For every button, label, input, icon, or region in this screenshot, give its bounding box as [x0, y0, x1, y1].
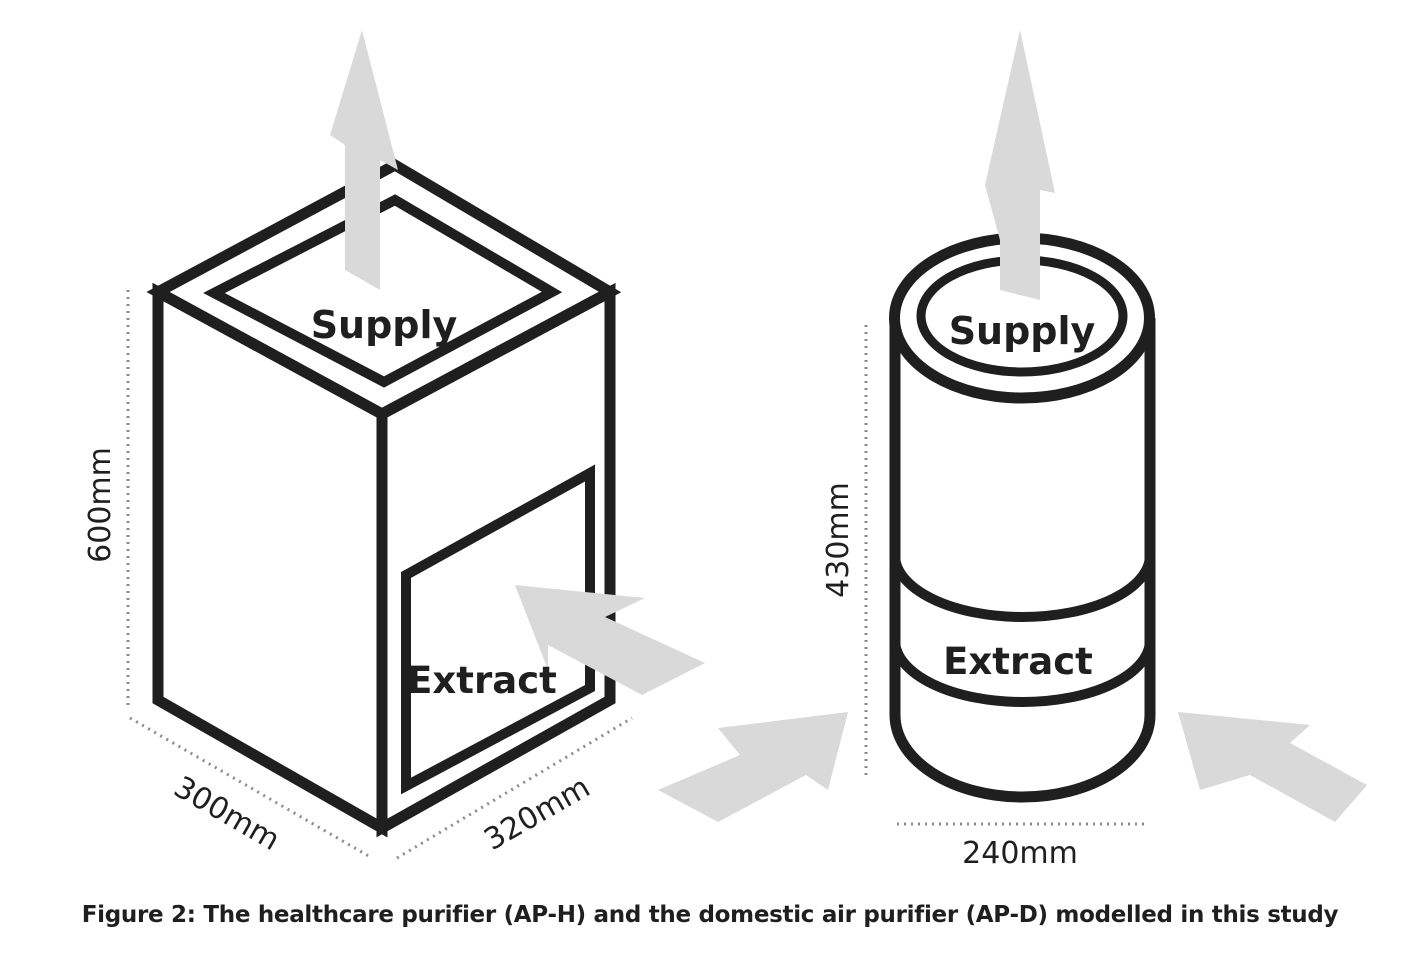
- cylinder-extract-label: Extract: [943, 640, 1093, 683]
- cylinder-left-extract-arrow: [658, 712, 848, 822]
- cylinder-right-extract-arrow: [1178, 712, 1367, 822]
- box-height-label: 600mm: [83, 447, 118, 563]
- healthcare-purifier: Supply Extract 600mm 300mm 320mm: [83, 30, 705, 860]
- cylinder-height-label: 430mm: [821, 482, 856, 598]
- box-supply-outlet: [203, 194, 563, 388]
- cylinder-supply-label: Supply: [949, 309, 1096, 353]
- domestic-purifier: Supply Extract 430mm 240mm: [658, 30, 1367, 871]
- cylinder-diameter-label: 240mm: [962, 836, 1078, 871]
- box-width-label: 320mm: [478, 770, 596, 858]
- box-extract-label: Extract: [407, 659, 557, 702]
- box-depth-label: 300mm: [168, 770, 286, 858]
- figure-caption: Figure 2: The healthcare purifier (AP-H)…: [81, 902, 1339, 928]
- box-extract-arrow: [515, 585, 705, 695]
- cylinder-supply-arrow: [985, 30, 1055, 300]
- cylinder-bottom-edge: [889, 714, 1156, 803]
- box-supply-arrow: [330, 30, 398, 290]
- cylinder-extract-band-bottom: [890, 639, 1155, 707]
- cylinder-extract-band-top: [890, 554, 1155, 622]
- box-depth-dimension-line: [129, 716, 373, 860]
- box-right-face: [376, 282, 616, 838]
- box-extract-grille: [401, 464, 595, 795]
- box-supply-label: Supply: [311, 303, 458, 347]
